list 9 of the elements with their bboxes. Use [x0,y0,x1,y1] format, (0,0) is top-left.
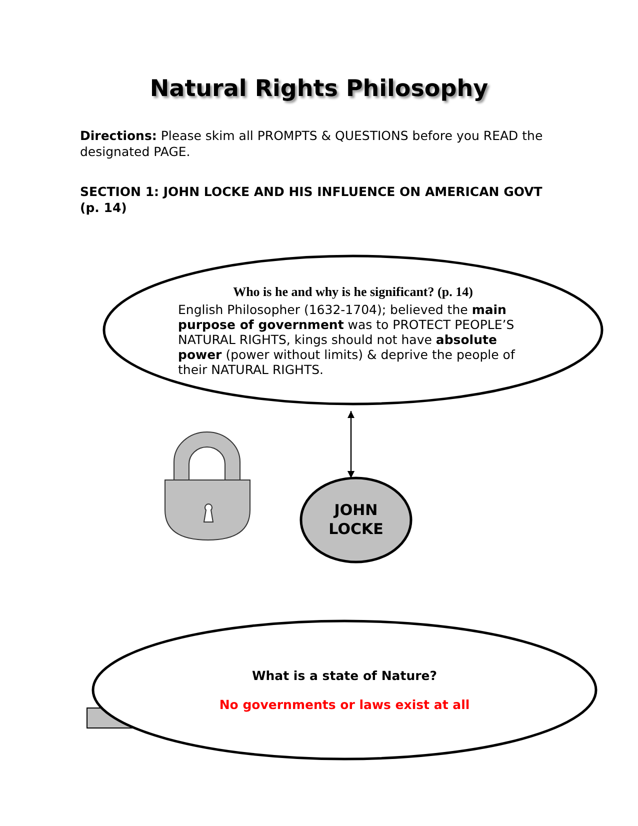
double-arrow [347,411,355,478]
question-heading: What is a state of Nature? [252,668,437,683]
question-heading: Who is he and why is he significant? (p. 14) [233,284,473,300]
answer-text: No governments or laws exist at all [219,697,470,712]
directions-text: Directions: Please skim all PROMPTS & QUESTIONS before you READ the designated PAGE. [80,128,544,160]
page-title: Natural Rights Philosophy [148,76,490,102]
answer-text: English Philosopher (1632-1704); believed the main purpose of government was to PROTECT PEOPLE’S NATURAL RIGHTS, kings should not have absolute power (power without limits) & deprive the people of their NATURAL RIGHTS. [178,302,516,376]
section-heading: SECTION 1: JOHN LOCKE AND HIS INFLUENCE ON AMERICAN GOVT (p. 14) [80,184,544,216]
node-label: JOHN LOCKE [328,501,384,539]
